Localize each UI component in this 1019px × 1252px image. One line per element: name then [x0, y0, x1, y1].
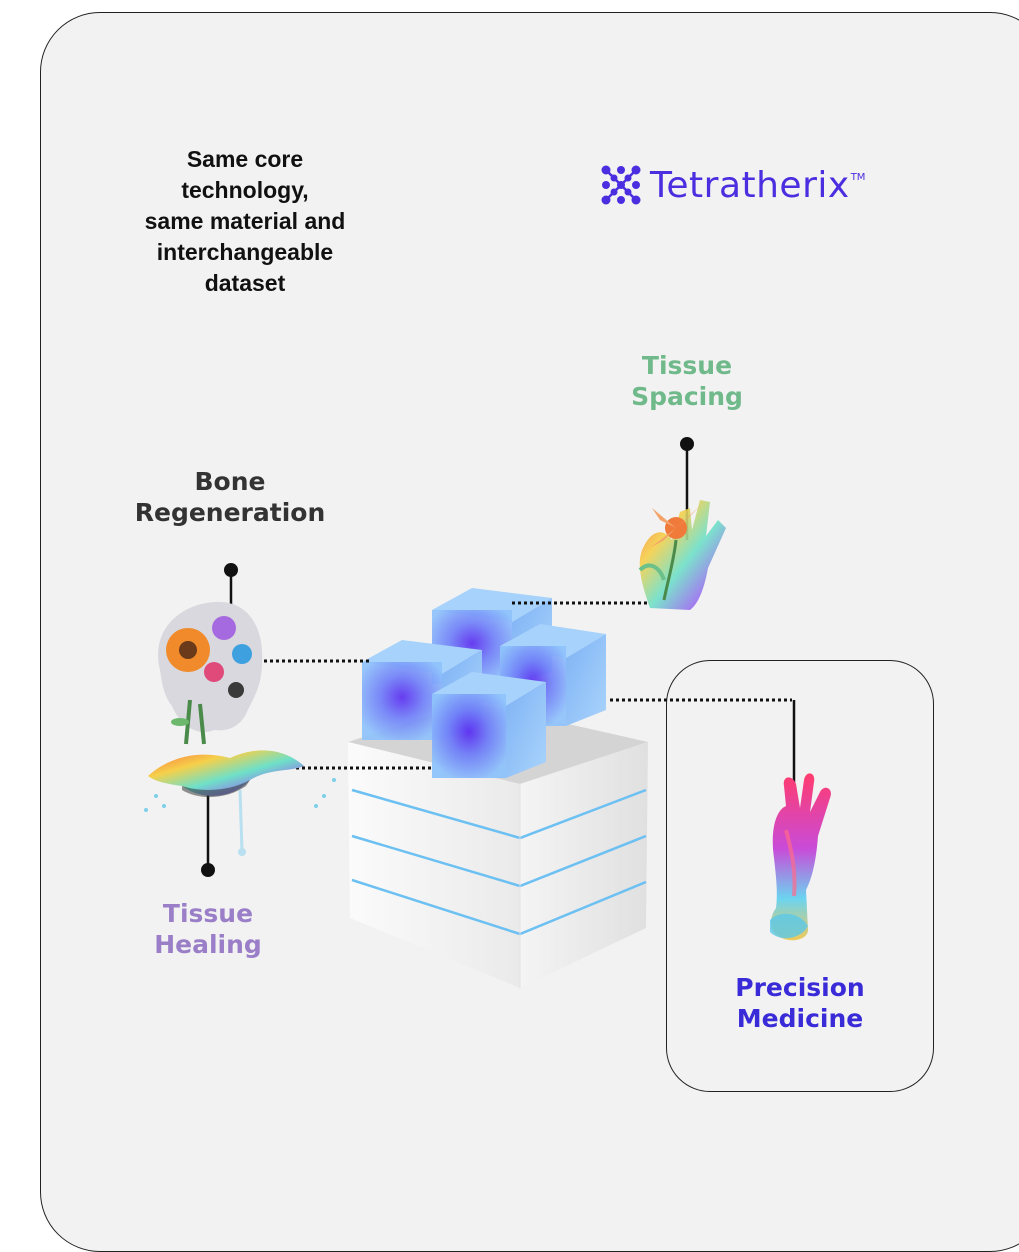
label-tissue-spacing-line-1: Tissue	[641, 351, 733, 380]
label-tissue-spacing-line-2: Spacing	[631, 382, 743, 411]
pin-dot-bone-regeneration	[224, 563, 238, 577]
logo-mark-icon	[601, 165, 641, 205]
logo-wordmark: Tetratherix	[650, 164, 850, 206]
headline-line-1: Same core technology,	[181, 146, 309, 203]
logo-trademark: TM	[850, 172, 866, 183]
headline-line-3: interchangeable dataset	[156, 239, 334, 296]
pin-dot-tissue-spacing	[680, 437, 694, 451]
skull-flowers-icon	[158, 601, 263, 745]
label-tissue-spacing: Tissue Spacing	[602, 350, 772, 412]
label-bone-regeneration-line-2: Regeneration	[134, 498, 326, 527]
label-precision-medicine-line-2: Medicine	[736, 1004, 864, 1033]
diagram-art	[144, 437, 831, 988]
cube-front	[432, 672, 546, 778]
iridescent-splash-icon	[144, 750, 336, 856]
glowing-cubes	[362, 588, 606, 778]
label-tissue-healing-line-2: Healing	[154, 930, 262, 959]
label-precision-medicine-line-1: Precision	[735, 973, 865, 1002]
label-bone-regeneration-line-1: Bone	[194, 467, 266, 496]
label-bone-regeneration: Bone Regeneration	[120, 466, 340, 528]
headline-line-2: same material and	[144, 208, 346, 234]
label-tissue-healing-line-1: Tissue	[162, 899, 254, 928]
label-precision-medicine: Precision Medicine	[710, 972, 890, 1034]
precision-medicine-highlight-box	[666, 660, 934, 1092]
pin-dot-tissue-healing	[201, 863, 215, 877]
headline: Same core technology, same material and …	[120, 144, 370, 299]
iridescent-hand-icon	[770, 773, 831, 941]
cube-right	[500, 624, 606, 726]
tetratherix-logo: Tetratherix TM	[600, 160, 865, 210]
label-tissue-healing: Tissue Healing	[128, 898, 288, 960]
hand-flower-icon	[638, 500, 726, 610]
